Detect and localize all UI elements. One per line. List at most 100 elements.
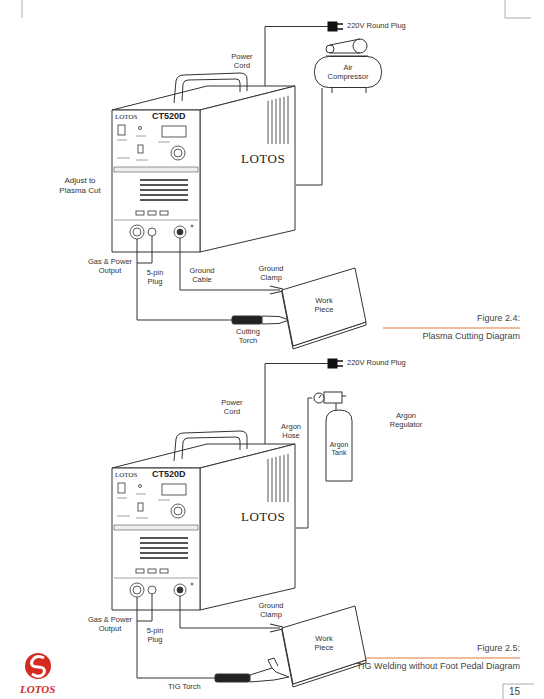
side-grille	[268, 454, 288, 502]
front-panel	[118, 125, 125, 135]
corner-mark	[505, 0, 531, 18]
output-sockets	[133, 586, 141, 594]
brand-logo-mark	[25, 653, 51, 679]
power-plug	[328, 359, 337, 368]
vent-slots	[140, 552, 188, 554]
cable-label: Ground Cable	[186, 266, 218, 284]
output-sockets	[130, 583, 144, 597]
corner-mark	[22, 0, 23, 18]
ground-clamp	[270, 286, 283, 294]
work-plate	[282, 268, 366, 346]
front-panel	[174, 507, 182, 515]
power-cord	[265, 364, 328, 456]
cutting-torch	[232, 316, 262, 324]
brand-logo-mark	[32, 657, 45, 677]
vent-slots	[140, 179, 188, 181]
part-label: Argon Regulator	[385, 411, 427, 429]
ground-clamp	[270, 624, 283, 632]
front-panel	[114, 483, 198, 530]
part-label: TIG Torch	[168, 682, 201, 691]
cable-line	[296, 88, 322, 185]
front-panel	[138, 503, 143, 511]
ground-clamp	[270, 624, 283, 632]
side-grille	[284, 455, 285, 502]
corner-mark	[22, 0, 534, 699]
side-grille	[268, 96, 288, 144]
component-name: Argon Tank	[327, 441, 351, 458]
output-sockets	[177, 229, 183, 235]
gas-cylinder	[326, 410, 352, 481]
vent-slots	[140, 538, 188, 558]
front-panel	[114, 167, 198, 172]
power-plug	[328, 22, 337, 31]
front-panel	[139, 485, 142, 488]
figure-number: Figure 2.5:	[477, 643, 520, 654]
side-grille	[272, 100, 273, 144]
port-label: Gas & Power Output	[85, 257, 135, 275]
output-sockets	[130, 225, 144, 239]
front-panel	[162, 484, 186, 495]
welder-drawing	[200, 86, 295, 252]
cable-label: Argon Hose	[278, 422, 304, 440]
compressor-motor	[326, 45, 334, 53]
cable-line	[137, 254, 280, 320]
welder-drawing	[112, 86, 295, 252]
five-pin-cable	[137, 612, 152, 621]
gas-cylinder	[324, 392, 342, 403]
figure-caption: TIG Welding without Foot Pedal Diagram	[357, 661, 520, 672]
component-name: CT520D	[152, 469, 186, 480]
work-plate	[282, 606, 366, 684]
output-sockets	[148, 569, 156, 573]
component-name: LOTOS	[241, 509, 285, 525]
output-sockets	[160, 211, 168, 215]
front-panel	[174, 149, 182, 157]
output-sockets	[136, 211, 144, 215]
component-name: CT520D	[152, 111, 186, 122]
component-name: LOTOS	[115, 471, 137, 479]
part-label: Ground Clamp	[255, 264, 287, 282]
port-label: 5-pin Plug	[142, 626, 168, 644]
output-sockets	[136, 569, 144, 573]
vent-slots	[140, 547, 188, 549]
welder-unit: LOTOS CT520D LOTOS	[110, 72, 296, 254]
welder-drawing	[112, 468, 200, 610]
welder-unit: LOTOS CT520D LOTOS	[110, 430, 296, 612]
side-grille	[276, 457, 277, 502]
output-sockets	[191, 583, 193, 585]
carry-handle	[174, 73, 247, 103]
front-panel	[139, 127, 142, 130]
part-label: Cutting Torch	[232, 327, 264, 345]
plug-label: 220V Round Plug	[347, 358, 406, 367]
part-label: Ground Clamp	[255, 601, 287, 619]
tig-torch	[268, 658, 278, 668]
compressor-motor	[330, 39, 360, 53]
power-plug	[328, 359, 343, 368]
component-name: Air Compressor	[323, 63, 373, 81]
tig-torch	[250, 668, 289, 682]
air-compressor: Air Compressor	[314, 56, 382, 88]
output-sockets	[191, 225, 193, 227]
welder-drawing	[112, 444, 295, 610]
ground-clamp	[270, 286, 283, 294]
caption-rule	[383, 328, 520, 329]
vent-slots	[140, 557, 188, 559]
output-sockets	[137, 236, 180, 254]
component-name: LOTOS	[115, 113, 137, 121]
output-sockets	[114, 578, 198, 579]
side-grille	[276, 99, 277, 144]
side-grille	[280, 98, 281, 144]
carry-handle	[174, 431, 247, 461]
cutting-torch	[262, 316, 289, 324]
brand-name: LOTOS	[20, 683, 55, 696]
component-name: LOTOS	[241, 151, 285, 167]
vent-slots	[140, 199, 188, 201]
output-sockets	[114, 569, 198, 612]
output-sockets	[160, 569, 168, 573]
gas-cylinder	[314, 393, 324, 403]
gas-cylinder	[319, 395, 321, 398]
front-panel	[114, 125, 198, 172]
page-number: 15	[509, 686, 520, 698]
component-name: Work Piece	[311, 296, 337, 314]
cutting-torch	[232, 316, 289, 324]
vent-slots	[140, 542, 188, 544]
